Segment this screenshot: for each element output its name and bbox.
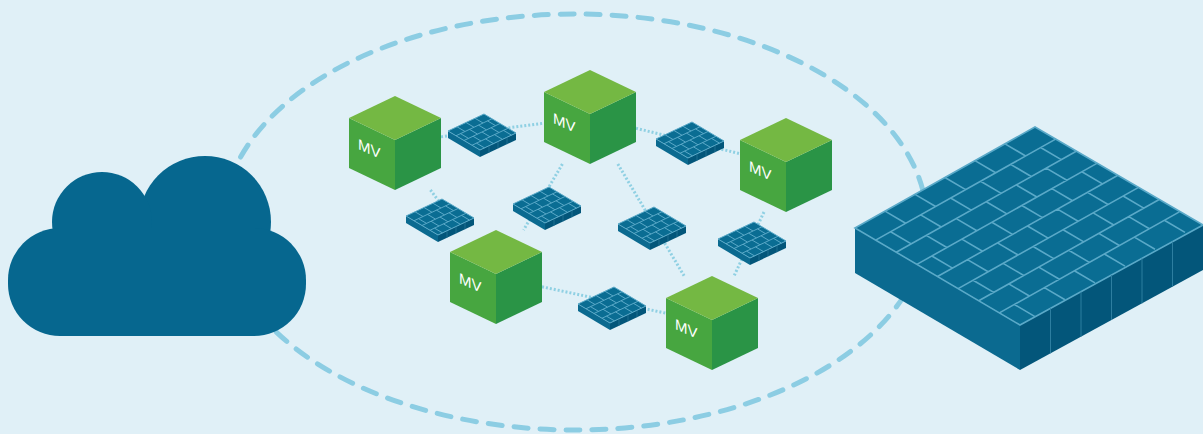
firewall-icon bbox=[406, 199, 474, 242]
firewall-icon bbox=[855, 127, 1203, 370]
vm-cube: MV bbox=[349, 96, 441, 190]
vm-cube: MV bbox=[740, 118, 832, 212]
firewall-icon bbox=[513, 187, 581, 230]
cloud-icon bbox=[8, 156, 306, 336]
firewall-icon bbox=[718, 222, 786, 265]
firewall-icon bbox=[656, 122, 724, 165]
vm-cube: MV bbox=[544, 70, 636, 164]
firewall-icon bbox=[578, 287, 646, 330]
firewall-icon bbox=[448, 114, 516, 157]
network-boundary bbox=[223, 14, 927, 430]
firewall-icon bbox=[618, 207, 686, 250]
vm-cube: MV bbox=[666, 276, 758, 370]
vm-cube: MV bbox=[450, 230, 542, 324]
